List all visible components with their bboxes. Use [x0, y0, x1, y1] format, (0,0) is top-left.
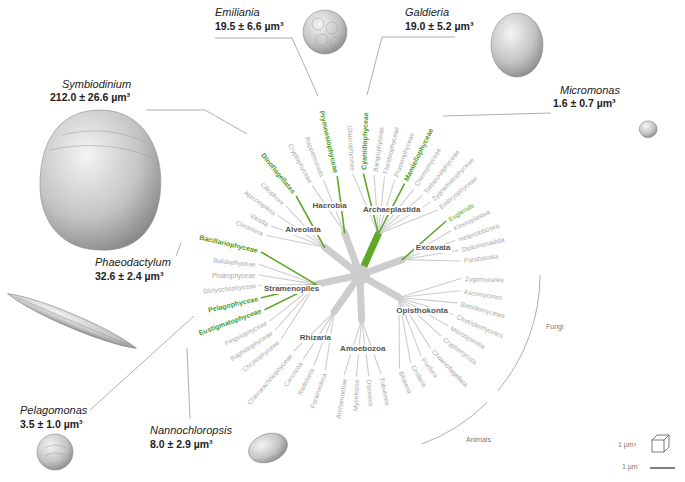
tree-branch	[278, 216, 324, 248]
class-label: Foraminifera	[309, 373, 328, 410]
tree-branch	[402, 260, 460, 261]
class-label: Discosea	[366, 379, 375, 406]
class-label: Parabasalia	[463, 252, 498, 264]
class-label: Bilateria	[398, 370, 414, 394]
class-label: Zygomycetes	[465, 275, 504, 283]
studied-class-label: Bacillariophyceae	[198, 234, 258, 255]
micromonas-cell	[639, 121, 657, 138]
scale-label: 1 µm	[622, 463, 638, 471]
supergroup-label: Rhizaria	[298, 334, 333, 343]
scale-label: Animals	[466, 436, 491, 444]
tree-branch	[353, 174, 378, 234]
genus-name: Symbiodinium	[62, 78, 131, 90]
class-label: Ascomycetes	[463, 288, 502, 301]
class-label: Tubulinea	[378, 377, 391, 406]
scale-label: Fungi	[546, 323, 564, 331]
class-label: Bolidophyceae	[212, 256, 255, 268]
genus-name: Emiliania	[215, 6, 260, 18]
galdieria-cell	[491, 13, 543, 77]
supergroup-label: Amoebozoa	[338, 345, 387, 354]
tree-branch	[402, 240, 455, 259]
class-label: Phaeophyceae	[212, 272, 255, 279]
scale-label: 1 µm³	[618, 441, 636, 449]
genus-name: Nannochloropsis	[150, 424, 232, 436]
tree-branch	[364, 174, 379, 234]
tree-branch	[262, 252, 316, 284]
class-label: Mycetozoa	[352, 380, 360, 412]
class-label: Glaucophyceae	[346, 125, 356, 171]
symbiodinium-cell	[40, 110, 161, 250]
scale-symbols	[650, 435, 675, 468]
genus-name: Micromonas	[560, 84, 620, 96]
tree-hub	[350, 265, 370, 285]
supergroup-label: Hacrobia	[310, 202, 348, 211]
tree-branch	[378, 195, 422, 233]
cell-volume: 1.6 ± 0.7 µm³	[553, 98, 616, 110]
cell-volume: 19.0 ± 5.2 µm³	[405, 21, 473, 33]
tree-branch	[399, 279, 461, 298]
cell-volume: 3.5 ± 1.0 µm³	[20, 419, 83, 431]
leader-lines	[90, 37, 551, 419]
nannochloropsis-cell	[244, 428, 291, 468]
tree-branch	[272, 226, 325, 247]
supergroup-label: Stramenopiles	[262, 285, 321, 294]
supergroup-label: Excavata	[414, 244, 453, 253]
tree-branch	[294, 312, 334, 351]
emiliania-cell	[303, 10, 347, 54]
supergroup-label: Opisthokonta	[394, 307, 450, 316]
cell-volume: 19.5 ± 6.6 µm³	[215, 21, 283, 33]
class-label: Dictyochophyceae	[202, 282, 256, 295]
cell-volume: 32.6 ± 2.4 µm³	[95, 271, 163, 283]
group-brackets	[422, 275, 540, 444]
supergroup-label: Archaeplastida	[361, 206, 422, 215]
cell-texture	[17, 18, 340, 456]
genus-name: Phaeodactylum	[95, 256, 171, 268]
tree-branch	[402, 221, 445, 259]
genus-name: Galdieria	[405, 6, 449, 18]
cell-volume: 212.0 ± 26.6 µm³	[50, 92, 130, 104]
class-label: Archamoebae	[334, 378, 347, 419]
genus-name: Pelagomonas	[20, 404, 87, 416]
pelagomonas-cell	[37, 434, 73, 470]
phaeodactylum-cell	[5, 287, 139, 354]
tree-branch	[399, 291, 460, 298]
supergroup-label: Alveolata	[283, 226, 323, 235]
cell-volume: 8.0 ± 2.9 µm³	[150, 439, 213, 451]
studied-class-label: Cyanidiophyceae	[360, 112, 370, 170]
